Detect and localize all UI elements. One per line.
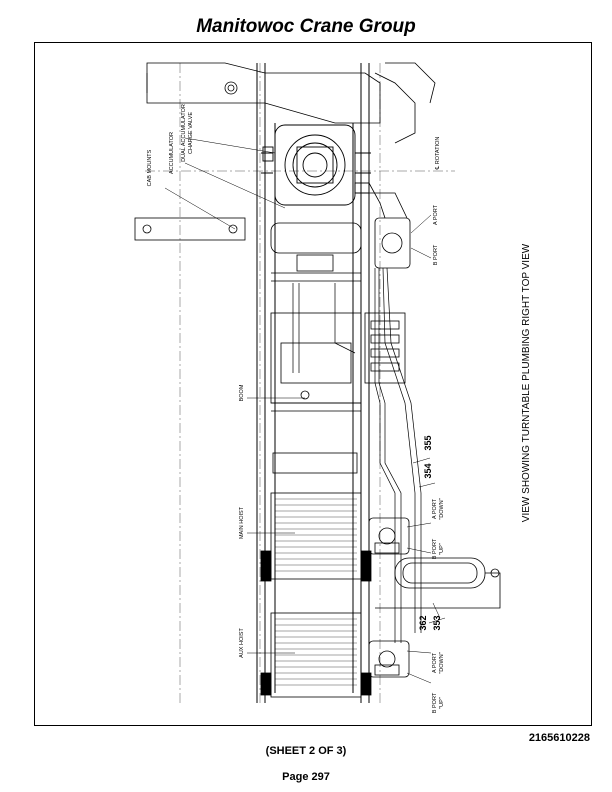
label-main-a-port: A PORT [432,498,438,519]
callout-362: 362 [418,615,428,630]
main-hoist-drum [260,492,372,582]
label-accumulator: ACCUMULATOR [169,132,175,174]
label-cab-mounts: CAB MOUNTS [147,149,153,186]
drawing-frame: CAB MOUNTS ACCUMULATOR DUAL ACCUMULATOR … [34,42,592,726]
label-main-b-port: B PORT [432,538,438,559]
callout-355: 355 [423,435,433,450]
label-main-hoist: MAIN HOIST [239,506,245,539]
document-number: 2165610228 [528,732,590,744]
label-main-b-port-up: "UP" [439,543,445,555]
label-aux-a-port-down: "DOWN" [439,652,445,673]
turntable-plumbing-diagram: CAB MOUNTS ACCUMULATOR DUAL ACCUMULATOR … [134,62,532,713]
label-rotation: ℄ ROTATION [434,137,441,170]
boom-mount-area [270,312,362,474]
label-aux-b-port-up: "UP" [439,697,445,709]
manufacturer-title: Manitowoc Crane Group [196,16,416,37]
view-title: VIEW SHOWING TURNTABLE PLUMBING RIGHT TO… [521,243,532,522]
swing-drive-assembly [261,124,371,206]
upper-frame-arm [146,62,436,144]
label-a-port-top: A PORT [433,204,439,225]
label-main-a-port-down: "DOWN" [439,498,445,519]
cab-mount-arm [134,217,246,241]
label-charge-valve: CHARGE VALVE [188,112,194,154]
control-valve-bank [364,312,406,384]
main-hoist-motor [368,517,410,555]
accumulator-area [270,222,362,282]
hydraulic-tank [375,557,501,609]
rotation-port-block [355,182,411,269]
aux-hoist-motor [368,640,410,678]
callout-353: 353 [432,615,442,630]
label-boom: BOOM [239,384,245,401]
label-dual-accumulator: DUAL ACCUMULATOR [181,104,187,162]
label-aux-b-port: B PORT [432,692,438,713]
aux-hoist-drum [260,612,372,698]
sheet-indicator: (SHEET 2 OF 3) [265,745,347,757]
label-b-port-top: B PORT [433,244,439,265]
page-number: Page 297 [282,771,330,783]
callout-leaders [164,137,446,684]
label-aux-a-port: A PORT [432,652,438,673]
callout-354: 354 [423,463,433,478]
label-aux-hoist: AUX HOIST [239,628,245,658]
